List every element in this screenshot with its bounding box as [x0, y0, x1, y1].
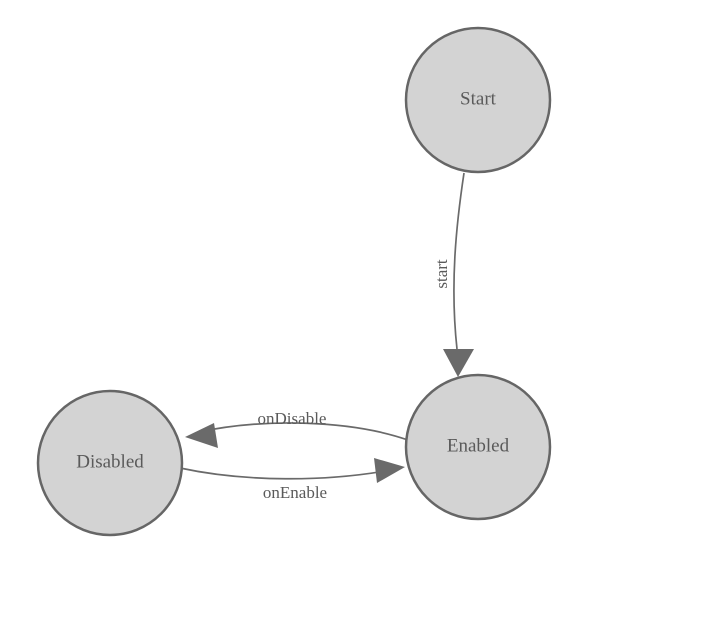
edge-enabled-to-disabled[interactable]: onDisable — [185, 409, 409, 448]
edge-layer: start onDisable onEnable — [179, 172, 474, 502]
edge-disabled-to-enabled[interactable]: onEnable — [179, 458, 405, 502]
edge-label-ondisable: onDisable — [258, 409, 327, 428]
arrowhead-start-to-enabled — [443, 349, 474, 377]
node-label-start: Start — [460, 88, 497, 109]
edge-label-onenable: onEnable — [263, 483, 327, 502]
arrowhead-disabled-to-enabled — [374, 458, 405, 483]
node-start[interactable]: Start — [404, 26, 552, 174]
arrowhead-enabled-to-disabled — [185, 423, 218, 448]
edge-path-disabled-to-enabled — [179, 467, 392, 480]
edge-label-start: start — [432, 259, 451, 289]
node-label-disabled: Disabled — [76, 451, 144, 472]
node-disabled[interactable]: Disabled — [36, 389, 184, 537]
edge-path-start-to-enabled — [453, 172, 465, 350]
node-circle-start — [404, 26, 552, 174]
node-label-enabled: Enabled — [447, 435, 510, 456]
node-circle-enabled — [404, 373, 552, 521]
node-layer: Start Enabled Disabled — [36, 26, 552, 537]
node-enabled[interactable]: Enabled — [404, 373, 552, 521]
node-circle-disabled — [36, 389, 184, 537]
edge-start-to-enabled[interactable]: start — [432, 172, 474, 377]
edge-path-enabled-to-disabled — [198, 422, 409, 441]
